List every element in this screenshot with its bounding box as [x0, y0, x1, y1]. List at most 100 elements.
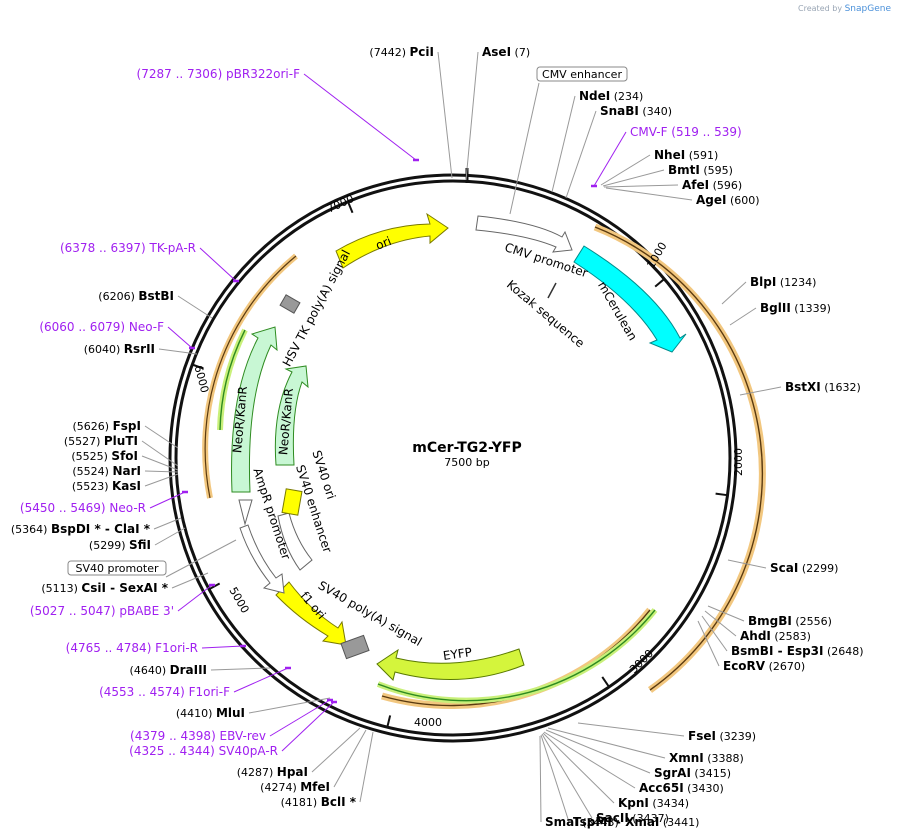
- site-connector: [540, 734, 570, 823]
- primer-label: CMV-F (519 .. 539): [630, 125, 742, 139]
- created-by-text: Created by: [798, 4, 843, 13]
- site-connector: [543, 731, 636, 789]
- site-position: (3441): [659, 816, 699, 829]
- restriction-site-label: AseI (7): [482, 45, 530, 59]
- restriction-site-label: (5113) CsiI - SexAI *: [41, 581, 168, 595]
- site-name: ScaI: [770, 561, 798, 575]
- restriction-site-label: EcoRV (2670): [723, 659, 805, 673]
- site-connector: [141, 455, 179, 471]
- primer-connector: [199, 247, 237, 282]
- primer-label: (5027 .. 5047) pBABE 3': [30, 604, 174, 618]
- ori-arrow: [335, 212, 449, 269]
- restriction-site-label: BlpI (1234): [750, 275, 816, 289]
- site-position: (3434): [649, 797, 689, 810]
- site-name: SfiI: [129, 538, 151, 552]
- site-connector: [577, 722, 685, 737]
- restriction-site-label: (5523) KasI: [72, 479, 141, 493]
- site-position: (3415): [691, 767, 731, 780]
- site-name: NarI: [112, 464, 141, 478]
- site-connector: [727, 559, 767, 569]
- site-position: (3430): [684, 782, 724, 795]
- site-connector: [359, 731, 374, 803]
- restriction-site-label: (5527) PluTI: [64, 434, 138, 448]
- site-position: (3443): [579, 816, 619, 829]
- site-name: SgrAI: [654, 766, 691, 780]
- site-position: (2583): [771, 630, 811, 643]
- site-position: (3437): [629, 812, 669, 825]
- site-position: (5523): [72, 480, 112, 493]
- primer-connector: [201, 645, 244, 649]
- restriction-site-label: (5299) SfiI: [89, 538, 151, 552]
- restriction-site-label: BstXI (1632): [785, 380, 861, 394]
- site-connector: [539, 735, 542, 823]
- hsv-tk-polya-box: [279, 294, 301, 314]
- site-position: (1234): [776, 276, 816, 289]
- site-name: BmgBI: [748, 614, 792, 628]
- site-connector: [177, 295, 213, 319]
- site-connector: [144, 425, 179, 449]
- green-track-right-core: [377, 609, 656, 702]
- site-name: Acc65I: [639, 781, 684, 795]
- site-name: AgeI: [696, 193, 726, 207]
- restriction-site-label: (6206) BstBI: [98, 289, 174, 303]
- site-position: (340): [639, 105, 672, 118]
- restriction-site-label: (4287) HpaI: [237, 765, 308, 779]
- restriction-site-label: BglII (1339): [760, 301, 831, 315]
- site-name: BstBI: [138, 289, 174, 303]
- site-name: BclI *: [321, 795, 357, 809]
- ring-tick-1000: [654, 278, 665, 288]
- backbone-outer-ring: [168, 173, 738, 743]
- ring-tick-4000: [386, 715, 392, 727]
- feature-label: NeoR/KanR: [230, 386, 250, 454]
- site-position: (2670): [765, 660, 805, 673]
- restriction-site-label: (4274) MfeI: [260, 780, 330, 794]
- primer-label: (7287 .. 7306) pBR322ori-F: [137, 67, 301, 81]
- primer-connector: [269, 699, 331, 737]
- site-name: MluI: [216, 706, 245, 720]
- ring-tick-2000: [715, 492, 727, 497]
- site-connector: [551, 95, 576, 193]
- plasmid-size: 7500 bp: [444, 456, 489, 469]
- restriction-site-label: SnaBI (340): [600, 104, 672, 118]
- sv40-enhancer-arrow: [277, 512, 313, 571]
- site-name: SnaBI: [600, 104, 639, 118]
- ring-tick-3000: [601, 676, 610, 687]
- site-connector: [565, 110, 597, 199]
- site-connector: [721, 281, 747, 305]
- site-name: DraIII: [170, 663, 207, 677]
- site-position: (5524): [72, 465, 112, 478]
- primer-connector: [167, 326, 193, 349]
- site-position: (7): [511, 46, 530, 59]
- site-position: (2299): [798, 562, 838, 575]
- site-connector: [547, 727, 666, 759]
- site-connector: [153, 517, 182, 530]
- site-position: (3239): [716, 730, 756, 743]
- site-connector: [707, 605, 745, 622]
- restriction-site-label: FseI (3239): [688, 729, 756, 743]
- site-position: (4181): [281, 796, 321, 809]
- site-name: KasI: [112, 479, 141, 493]
- site-connector: [541, 733, 593, 819]
- site-connector: [154, 527, 186, 546]
- backbone-inner-ring: [174, 179, 732, 737]
- ring-ticks: [192, 202, 727, 727]
- site-name: SmaI: [545, 815, 579, 829]
- site-connector: [311, 727, 361, 773]
- restriction-site-label: NdeI (234): [579, 89, 643, 103]
- restriction-site-label: (4640) DraIII: [130, 663, 207, 677]
- snapgene-logo: SnapGene: [844, 4, 891, 14]
- ring-tick-label: 5000: [226, 585, 251, 616]
- site-position: (234): [610, 90, 643, 103]
- label-connector-lines: [141, 51, 782, 823]
- site-position: (5525): [71, 450, 111, 463]
- ring-tick-label: 6000: [191, 364, 211, 394]
- restriction-site-label: Acc65I (3430): [639, 781, 724, 795]
- site-connector: [210, 667, 271, 671]
- restriction-site-label: SacII (3437): [596, 811, 669, 825]
- primer-label: (4379 .. 4398) EBV-rev: [130, 729, 266, 743]
- site-connector: [542, 732, 615, 804]
- neor-outer-arrow: [231, 326, 278, 493]
- primer-label: (5450 .. 5469) Neo-R: [20, 501, 146, 515]
- ring-tick-label: 4000: [414, 716, 442, 729]
